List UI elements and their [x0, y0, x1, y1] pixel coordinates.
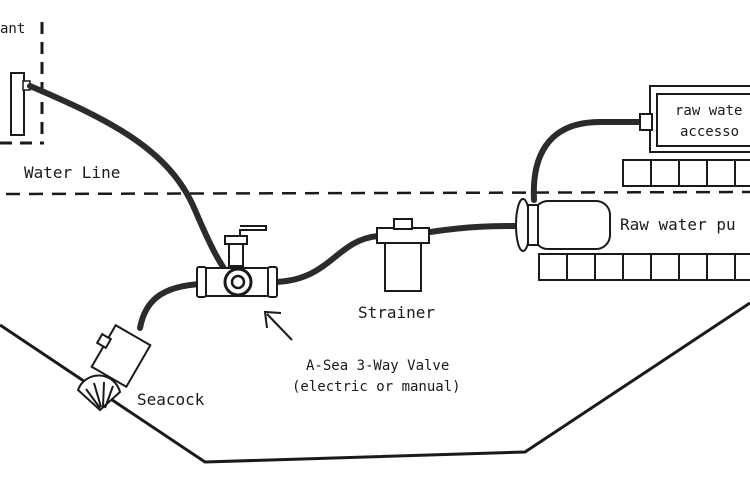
label-strainer: Strainer	[358, 303, 435, 322]
hose-valve-to-seacock	[137, 281, 205, 331]
label-top-left-fragment: ant	[0, 21, 25, 37]
label-seacock: Seacock	[137, 390, 205, 409]
hose-pump-to-accessory	[530, 119, 643, 203]
antisiphon-dashed-box	[0, 22, 44, 145]
water-line	[5, 190, 750, 196]
label-raw-water-pump: Raw water pu	[620, 215, 736, 234]
label-water-line: Water Line	[24, 163, 120, 182]
valve-pointer-arrow	[263, 310, 293, 341]
hoses	[27, 83, 643, 331]
pump-mount-blocks	[538, 253, 750, 281]
label-valve-line2: (electric or manual)	[292, 379, 461, 395]
antisiphon-fitting	[10, 72, 25, 136]
strainer	[376, 218, 430, 292]
accessory-mount-blocks	[622, 159, 750, 187]
hose-strainer-to-pump	[427, 223, 523, 235]
label-accessory-line2: accesso	[680, 124, 739, 140]
raw-water-accessory	[639, 85, 750, 153]
label-valve-line1: A-Sea 3-Way Valve	[306, 358, 449, 374]
hose-valve-to-strainer	[269, 233, 381, 285]
raw-water-pump	[515, 198, 611, 252]
label-accessory-line1: raw wate	[675, 103, 742, 119]
seacock	[76, 323, 152, 412]
hose-antisiphon-to-valve	[27, 83, 237, 283]
three-way-valve	[196, 225, 278, 298]
